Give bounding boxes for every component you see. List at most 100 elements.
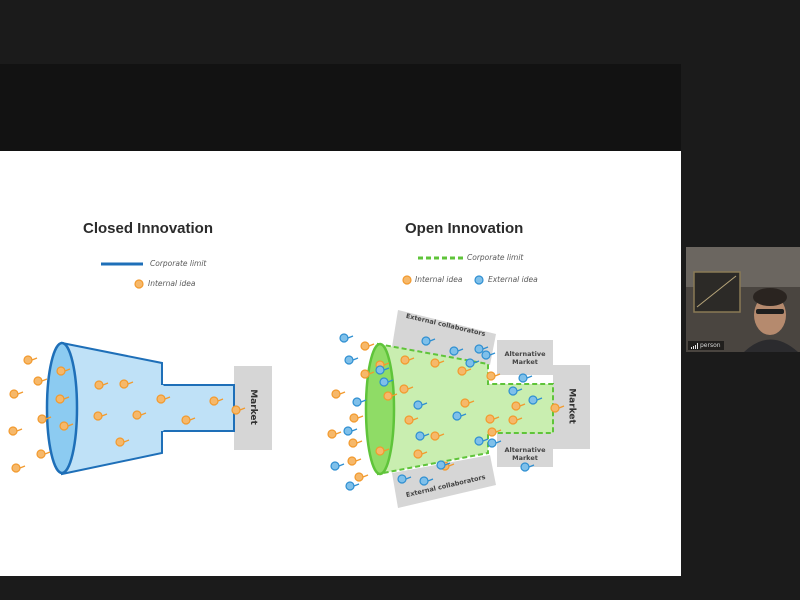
- internal-idea-dot-arrow: [408, 357, 415, 361]
- alt-market-bottom-panel: [497, 432, 553, 467]
- internal-idea-dot-arrow: [438, 360, 445, 364]
- internal-idea-dot: [59, 421, 69, 431]
- internal-idea-dot-arrow: [412, 417, 419, 421]
- alt-market-bottom-label: Alternative Market: [504, 446, 546, 462]
- internal-idea-dot-arrow: [239, 407, 246, 411]
- internal-idea-dot-arrow: [495, 429, 502, 433]
- internal-idea-dot-arrow: [519, 403, 526, 407]
- internal-idea-dot-arrow: [383, 448, 390, 452]
- internal-idea-dot-arrow: [421, 451, 428, 455]
- participant-video-tile[interactable]: person: [686, 247, 800, 352]
- internal-idea-dot: [36, 449, 46, 459]
- internal-idea-dot-arrow: [465, 368, 472, 372]
- external-idea-dot: [474, 436, 484, 446]
- internal-idea-dot: [115, 437, 125, 447]
- internal-idea-dot-arrow: [383, 362, 390, 366]
- external-idea-dot-arrow: [352, 357, 359, 361]
- external-idea-dot-arrow: [495, 440, 502, 444]
- internal-idea-dot: [181, 415, 191, 425]
- shared-slide: Closed Innovation Open Innovation: [0, 151, 681, 576]
- external-idea-dot: [352, 397, 362, 407]
- internal-idea-dot-arrow: [140, 412, 147, 416]
- closed-internal-ideas: [8, 355, 246, 473]
- internal-idea-dot: [33, 376, 43, 386]
- internal-idea-dot-arrow: [44, 451, 51, 455]
- internal-idea-dot: [119, 379, 129, 389]
- internal-idea-dot: [347, 456, 357, 466]
- closed-innovation-title: Closed Innovation: [83, 220, 214, 237]
- internal-idea-dot-arrow: [494, 373, 501, 377]
- presentation-share-area: Closed Innovation Open Innovation: [0, 64, 681, 576]
- innovation-diagram: [8, 256, 590, 508]
- participant-name: person: [700, 342, 721, 349]
- internal-idea-dot-arrow: [438, 433, 445, 437]
- external-idea-dot-arrow: [460, 413, 467, 417]
- external-idea-dot-arrow: [427, 478, 434, 482]
- internal-idea-dot-arrow: [362, 474, 369, 478]
- internal-idea-dot: [550, 403, 560, 413]
- external-idea-dot-arrow: [482, 438, 489, 442]
- external-idea-dot-arrow: [421, 402, 428, 406]
- external-idea-dot: [452, 411, 462, 421]
- external-idea-dot-arrow: [528, 464, 535, 468]
- open-legend-external-label: External idea: [488, 275, 538, 284]
- closed-legend-internal-label: Internal idea: [148, 279, 196, 288]
- external-idea-dot: [344, 355, 354, 365]
- internal-idea-dot-arrow: [368, 371, 375, 375]
- internal-idea-dot: [375, 446, 385, 456]
- internal-idea-dot-arrow: [558, 405, 565, 409]
- internal-idea-dot-arrow: [17, 391, 24, 395]
- external-idea-dot-arrow: [347, 335, 354, 339]
- external-idea-dot-arrow: [360, 399, 367, 403]
- open-legend-internal-label: Internal idea: [415, 275, 463, 284]
- internal-idea-dot: [94, 380, 104, 390]
- external-idea-dot-arrow: [383, 367, 390, 371]
- internal-idea-dot: [93, 411, 103, 421]
- external-idea-dot: [330, 461, 340, 471]
- open-legend-limit-label: Corporate limit: [467, 253, 524, 262]
- internal-idea-dot-arrow: [19, 465, 26, 469]
- internal-idea-dot-arrow: [356, 440, 363, 444]
- external-idea-dot: [474, 344, 484, 354]
- internal-idea-dot-arrow: [41, 378, 48, 382]
- alt-market-top-label: Alternative Market: [504, 350, 546, 366]
- internal-idea-dot: [487, 427, 497, 437]
- internal-idea-dot-arrow: [164, 396, 171, 400]
- internal-idea-dot: [56, 366, 66, 376]
- external-idea-dot-arrow: [423, 433, 430, 437]
- internal-idea-dot: [430, 431, 440, 441]
- internal-idea-dot: [156, 394, 166, 404]
- closed-funnel-body: [61, 341, 235, 476]
- internal-idea-dot-arrow: [468, 400, 475, 404]
- internal-idea-dot: [486, 371, 496, 381]
- internal-idea-dot-arrow: [101, 413, 108, 417]
- external-idea-dot: [413, 400, 423, 410]
- external-idea-dot: [449, 346, 459, 356]
- signal-icon: [691, 342, 698, 349]
- external-idea-dot: [436, 460, 446, 470]
- open-ideas: [327, 333, 565, 491]
- internal-idea-dot-arrow: [357, 415, 364, 419]
- external-idea-dot-arrow: [429, 338, 436, 342]
- closed-market-box: [234, 366, 272, 450]
- internal-idea-dot-arrow: [391, 393, 398, 397]
- internal-idea-dot: [348, 438, 358, 448]
- external-idea-dot-arrow: [526, 375, 533, 379]
- internal-idea-dot: [457, 366, 467, 376]
- internal-idea-dot: [11, 463, 21, 473]
- internal-idea-dot: [360, 341, 370, 351]
- external-idea-dot-arrow: [387, 379, 394, 383]
- internal-idea-dot: [331, 389, 341, 399]
- internal-idea-dot: [354, 472, 364, 482]
- internal-idea-dot-arrow: [355, 458, 362, 462]
- internal-idea-dot: [9, 389, 19, 399]
- external-idea-dot: [465, 358, 475, 368]
- collaborators-bottom-panel: [392, 455, 496, 508]
- external-idea-dot: [487, 438, 497, 448]
- internal-idea-dot-arrow: [335, 431, 342, 435]
- external-idea-dot: [343, 426, 353, 436]
- external-idea-dot-arrow: [338, 463, 345, 467]
- closed-market-label: Market: [248, 389, 258, 425]
- internal-idea-dot: [400, 355, 410, 365]
- internal-idea-dot: [360, 369, 370, 379]
